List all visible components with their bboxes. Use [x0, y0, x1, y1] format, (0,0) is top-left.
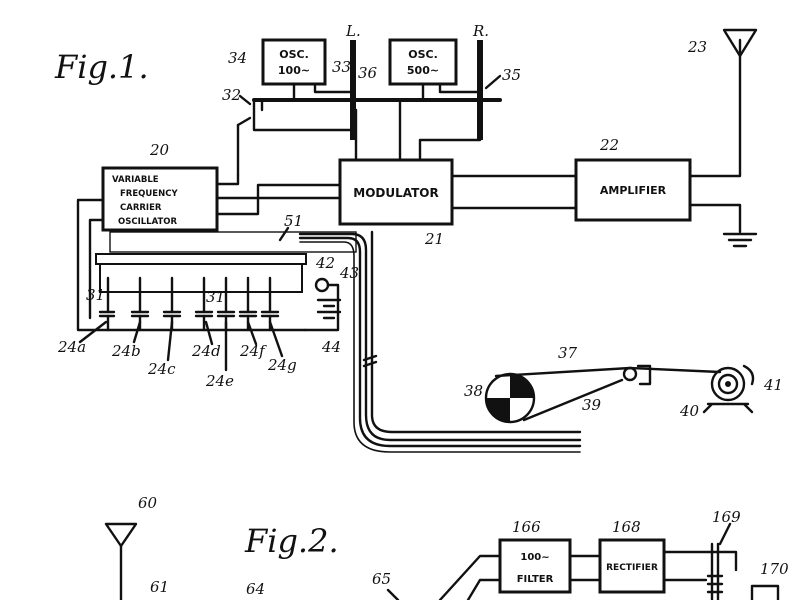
leader-169	[718, 522, 732, 546]
wire-R-mod	[418, 108, 482, 162]
wire-filter-rect	[568, 554, 602, 582]
leader-65	[386, 588, 400, 600]
fig2-title: Fig.2.	[244, 522, 339, 560]
leader-32	[238, 94, 252, 106]
amplifier-block: AMPLIFIER	[574, 158, 692, 222]
leader-51	[278, 226, 290, 242]
ref-24b: 24b	[111, 342, 141, 360]
wire-rect-out	[662, 550, 738, 582]
wire-vfco-left2	[88, 218, 105, 320]
ref-20: 20	[149, 141, 170, 159]
ref-169: 169	[712, 508, 741, 526]
filter-line1: 100~	[520, 552, 549, 563]
leaders-24	[78, 320, 284, 372]
ref-21: 21	[424, 230, 444, 248]
modulator-label: MODULATOR	[353, 186, 438, 200]
wire-osc1-L	[313, 82, 352, 94]
ref-41: 41	[763, 376, 783, 394]
wire-vfco-mod2	[215, 183, 342, 216]
battery-icon	[303, 277, 342, 332]
switch-arm	[236, 116, 252, 127]
osc-100-block: OSC. 100~	[261, 38, 327, 86]
ref-43: 43	[339, 264, 359, 282]
reel-38	[484, 372, 536, 424]
ref-24c: 24c	[147, 360, 176, 378]
ref-64: 64	[246, 580, 265, 598]
osc-100-line2: 100~	[278, 64, 310, 77]
osc-500-line1: OSC.	[408, 48, 438, 61]
label-R: R.	[472, 22, 489, 40]
ground-icon	[722, 232, 758, 248]
ref-39: 39	[582, 396, 602, 414]
osc-500-line2: 500~	[407, 64, 439, 77]
vfco-line4: OSCILLATOR	[118, 217, 178, 227]
ref-44: 44	[321, 338, 341, 356]
relay-169	[706, 542, 724, 600]
ref-24a: 24a	[57, 338, 86, 356]
motor-40	[702, 364, 755, 414]
cable-bundle	[298, 230, 582, 453]
amplifier-label: AMPLIFIER	[600, 184, 667, 197]
ref-166: 166	[512, 518, 541, 536]
osc-500-block: OSC. 500~	[388, 38, 458, 86]
ref-37: 37	[558, 344, 578, 362]
wire-amp-ground	[688, 203, 742, 234]
filter-block: 100~ FILTER	[498, 538, 572, 594]
wire-32-loop	[252, 98, 352, 132]
right-post	[477, 40, 483, 140]
wire-amp-antenna	[688, 38, 742, 178]
device-170	[750, 584, 780, 600]
rectifier-block: RECTIFIER	[598, 538, 666, 594]
ref-23: 23	[687, 38, 707, 56]
ref-170: 170	[760, 560, 789, 578]
ref-24d: 24d	[191, 342, 221, 360]
ref-32: 32	[222, 86, 241, 104]
wire-vfco-switch	[215, 173, 240, 186]
left-post	[350, 40, 356, 140]
osc-100-line1: OSC.	[279, 48, 309, 61]
wire-vfco-left-loop	[76, 198, 307, 332]
vfco-line1: VARIABLE	[112, 175, 159, 185]
vfco-block: VARIABLE FREQUENCY CARRIER OSCILLATOR	[101, 166, 219, 232]
ref-36: 36	[358, 64, 378, 82]
antenna-fig2-icon	[104, 522, 138, 600]
ref-61: 61	[150, 578, 169, 596]
ref-60: 60	[138, 494, 158, 512]
fig1-title: Fig.1.	[54, 48, 149, 86]
antenna-icon	[722, 28, 758, 58]
label-L: L.	[345, 22, 361, 40]
ref-24e: 24e	[205, 372, 234, 390]
ref-168: 168	[612, 518, 641, 536]
ref-65: 65	[372, 570, 391, 588]
vfco-line2: FREQUENCY	[120, 189, 178, 199]
guide-39	[622, 364, 652, 386]
wire-osc2-R	[438, 82, 479, 94]
contacts-group	[98, 276, 280, 332]
ref-31: 31	[86, 286, 105, 304]
ref-33: 33	[332, 58, 351, 76]
modulator-block: MODULATOR	[338, 158, 454, 226]
leader-35	[484, 74, 502, 90]
selector-bank	[95, 231, 357, 293]
ref-22: 22	[599, 136, 619, 154]
ref-40: 40	[679, 402, 700, 420]
ref-35: 35	[502, 66, 521, 84]
ref-51: 51	[284, 212, 303, 230]
ref-24f: 24f	[239, 342, 267, 360]
wire-to-filter	[438, 554, 502, 600]
ref-42: 42	[315, 254, 335, 272]
ref-38: 38	[464, 382, 483, 400]
rectifier-label: RECTIFIER	[606, 563, 658, 573]
filter-line2: FILTER	[517, 574, 554, 585]
ref-31b: 31	[206, 288, 225, 306]
ref-24g: 24g	[267, 356, 297, 374]
vfco-line3: CARRIER	[120, 203, 162, 213]
ref-34: 34	[228, 49, 247, 67]
